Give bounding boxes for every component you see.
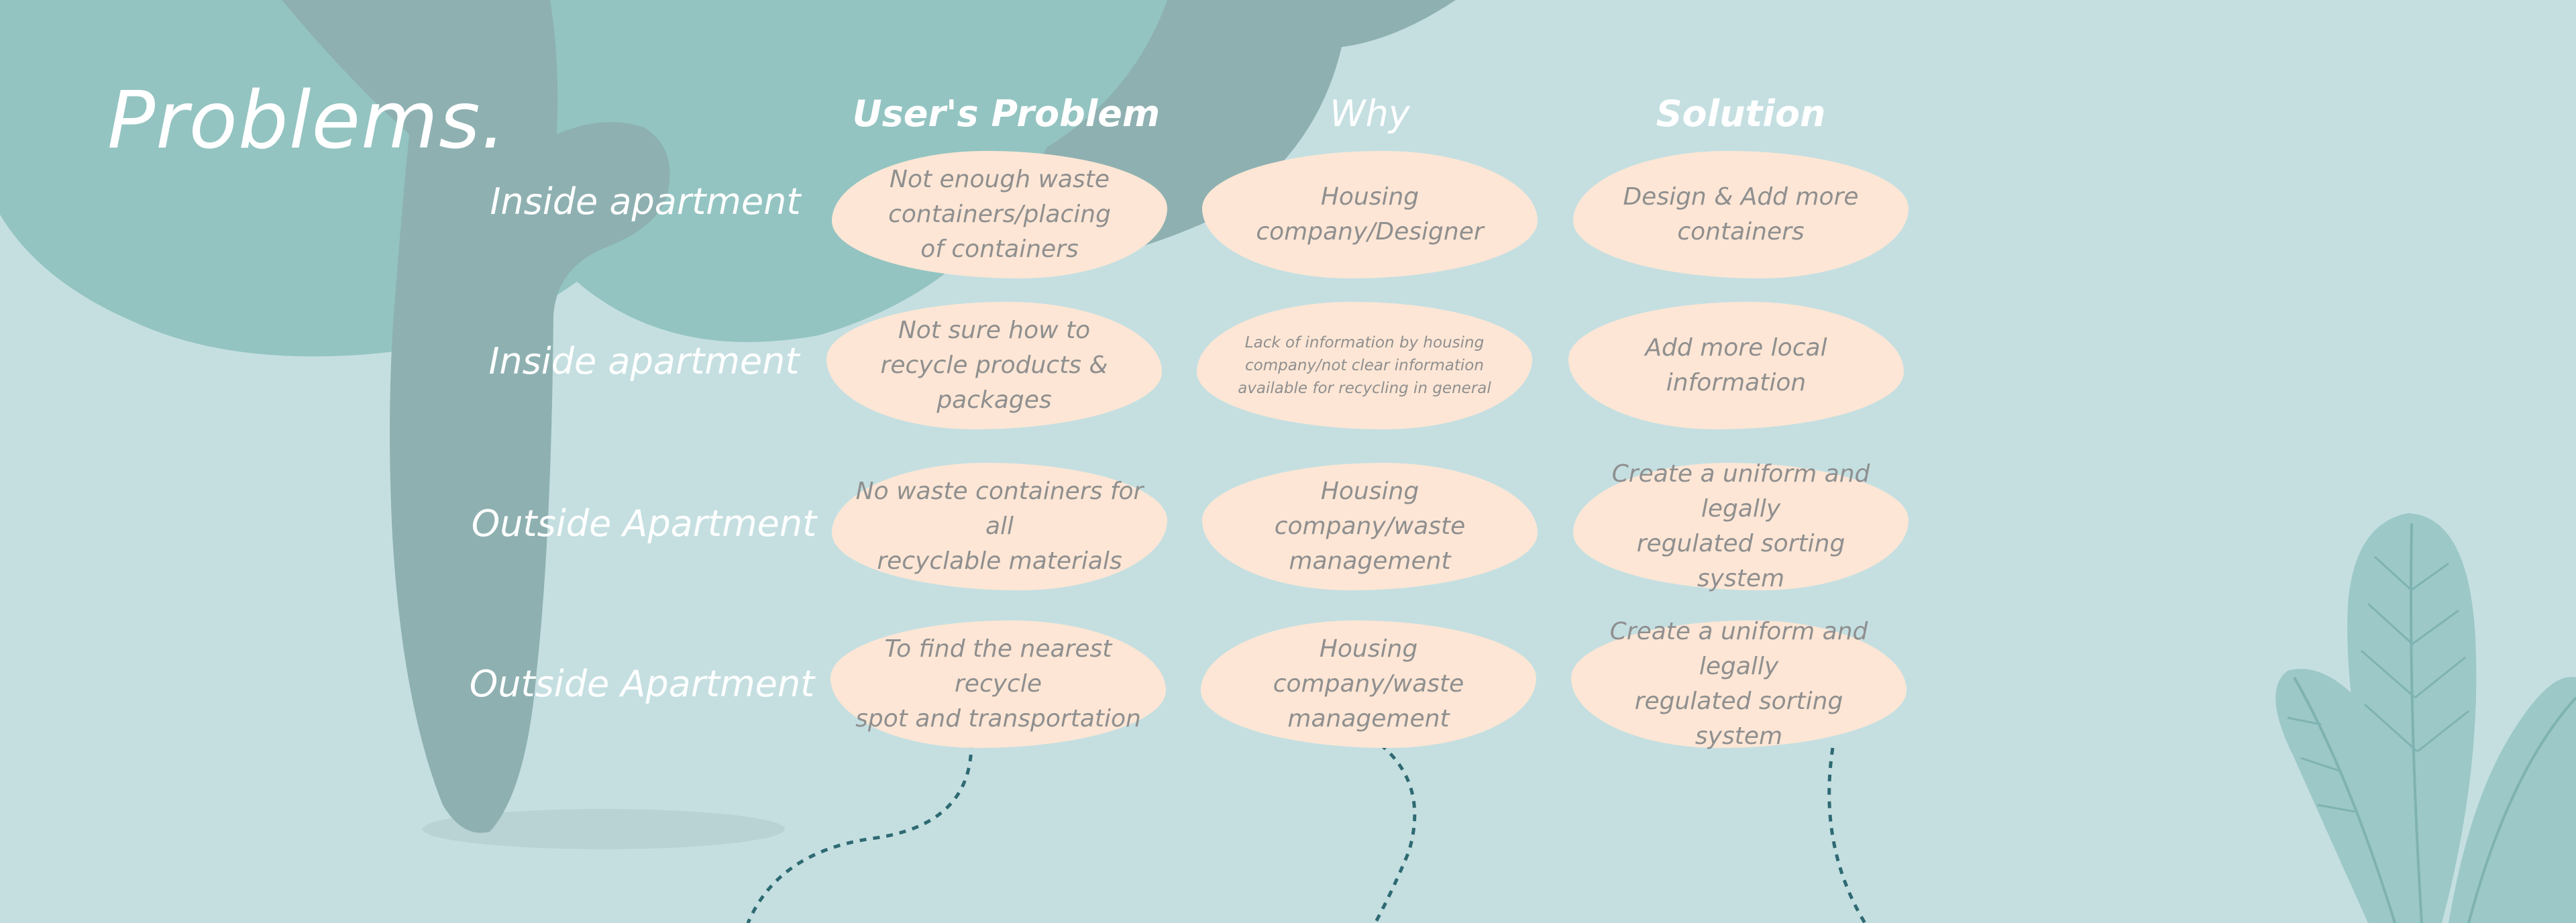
problem-card-4: To find the nearest recycle spot and tra… (830, 620, 1166, 748)
why-card-2: Lack of information by housing company/n… (1197, 302, 1532, 429)
dashed-connector-right (1827, 747, 1867, 923)
solution-card-3: Create a uniform and legally regulated s… (1573, 460, 1909, 592)
tree-trunk (282, 0, 670, 833)
problem-card-2: Not sure how to recycle products & packa… (826, 302, 1162, 429)
solution-card-1: Design & Add more containers (1573, 151, 1909, 278)
why-card-4: Housing company/waste management (1201, 620, 1536, 748)
row-label-1: Inside apartment (490, 180, 801, 223)
row-label-4: Outside Apartment (469, 663, 815, 705)
problem-card-3: No waste containers for all recyclable m… (832, 463, 1167, 590)
plant-illustration (2275, 513, 2576, 923)
trunk-shadow (423, 809, 785, 849)
why-card-1: Housing company/Designer (1202, 151, 1538, 278)
dashed-connector-left (746, 741, 973, 923)
dashed-connector-middle (1373, 743, 1417, 923)
problem-card-1: Not enough waste containers/placing of c… (832, 151, 1167, 278)
row-label-2: Inside apartment (488, 340, 800, 382)
header-why: Why (1330, 93, 1410, 135)
header-solution: Solution (1656, 93, 1826, 135)
row-label-3: Outside Apartment (471, 502, 817, 545)
solution-card-2: Add more local information (1568, 302, 1904, 429)
why-card-3: Housing company/waste management (1202, 463, 1538, 590)
header-users-problem: User's Problem (852, 93, 1161, 135)
page-title: Problems. (107, 74, 507, 166)
solution-card-4: Create a uniform and legally regulated s… (1571, 618, 1907, 750)
